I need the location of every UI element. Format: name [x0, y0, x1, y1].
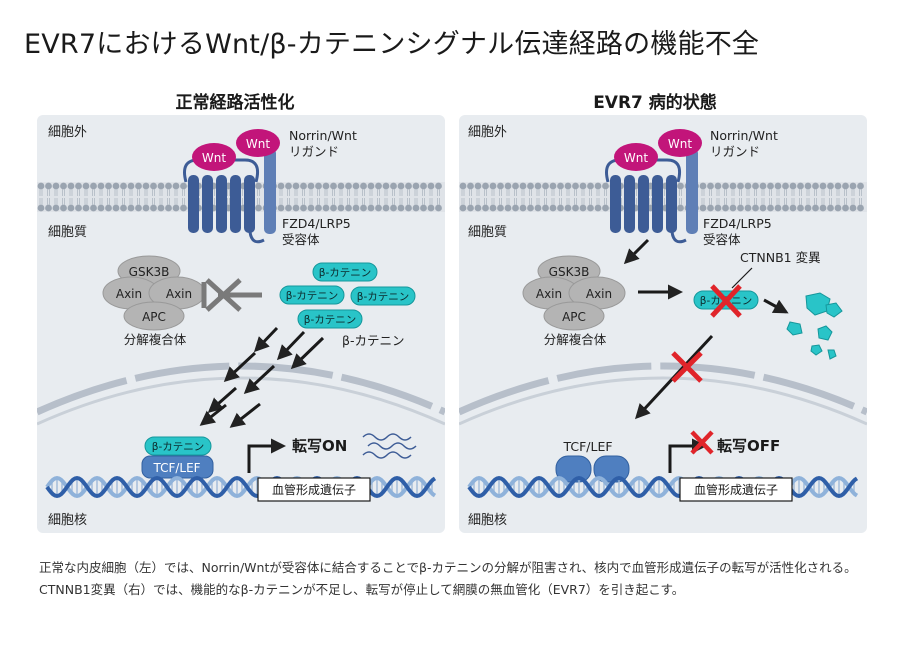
right-panel-background [459, 115, 867, 533]
right-transcription-label: 転写OFF [717, 437, 780, 455]
left-bcat-label: β-カテニン [342, 333, 405, 348]
right-panel: 細胞外 細胞質 細胞核 Wnt Wnt Norrin/Wnt リガンド FZD4… [459, 115, 867, 533]
right-ligand-label-1: Norrin/Wnt [710, 128, 778, 143]
svg-text:Wnt: Wnt [624, 151, 648, 165]
right-wnt-ligand-a: Wnt [614, 143, 658, 171]
left-complex-label: 分解複合体 [124, 332, 187, 347]
left-panel: 細胞外 細胞質 細胞核 Wnt Wnt Norrin/Wnt リガンド FZD4… [37, 115, 445, 533]
left-tcf-lef: TCF/LEF [141, 455, 214, 479]
transcription-arrow-icon [247, 438, 286, 473]
receptor-to-complex-arrow [623, 238, 650, 265]
inhibition-x-icon [201, 278, 262, 312]
right-complex-gsk3b: GSK3B [549, 265, 590, 279]
right-complex-apc: APC [562, 310, 586, 324]
right-complex-axin-2: Axin [586, 287, 612, 301]
bcat-pill-1: β-カテニン [312, 262, 378, 282]
left-transcription-label: 転写ON [292, 437, 347, 455]
right-destruction-complex: GSK3B Axin Axin APC [522, 255, 626, 331]
right-cytoplasm-label: 細胞質 [468, 225, 507, 240]
red-x-icon [710, 284, 742, 318]
complex-apc: APC [142, 310, 166, 324]
left-panel-title: 正常経路活性化 [175, 93, 295, 113]
right-complex-axin-1: Axin [536, 287, 562, 301]
complex-axin-2: Axin [166, 287, 192, 301]
figure-caption: 正常な内皮細胞（左）では、Norrin/Wntが受容体に結合することでβ-カテニ… [39, 560, 857, 597]
right-wnt-ligand-b: Wnt [658, 129, 702, 157]
complex-axin-1: Axin [116, 287, 142, 301]
right-panel-title: EVR7 病的状態 [593, 93, 717, 113]
left-wnt-ligand-b: Wnt [236, 129, 280, 157]
translocation-arrows [199, 326, 325, 428]
left-ligand-label-2: リガンド [289, 144, 339, 159]
left-wnt-ligand-a: Wnt [192, 143, 236, 171]
right-receptor-label-2: 受容体 [703, 232, 741, 247]
red-x-icon [690, 430, 714, 455]
left-gene-box: 血管形成遺伝子 [257, 477, 371, 502]
left-receptor-label-2: 受容体 [282, 232, 320, 247]
bcat-pill-3: β-カテニン [350, 286, 416, 306]
left-nuclear-bcat: β-カテニン [144, 436, 212, 456]
mutation-label: CTNNB1 変異 [740, 250, 821, 265]
right-tcf-lef [555, 455, 630, 483]
mrna-wave-icon [362, 433, 417, 459]
red-x-icon [671, 351, 703, 383]
svg-text:TCF/LEF: TCF/LEF [152, 461, 200, 475]
left-extracellular-label: 細胞外 [48, 125, 87, 140]
left-destruction-complex: GSK3B Axin Axin APC [102, 255, 206, 331]
left-ligand-label-1: Norrin/Wnt [289, 128, 357, 143]
bcat-pill-4: β-カテニン [297, 309, 363, 329]
svg-text:Wnt: Wnt [246, 137, 270, 151]
svg-text:血管形成遺伝子: 血管形成遺伝子 [694, 482, 778, 497]
left-nucleus-label: 細胞核 [48, 513, 87, 528]
left-panel-background [37, 115, 445, 533]
right-ligand-label-2: リガンド [710, 144, 760, 159]
left-cytoplasm-label: 細胞質 [48, 225, 87, 240]
degradation-arrow [763, 298, 789, 314]
right-extracellular-label: 細胞外 [468, 125, 507, 140]
left-receptor-label-1: FZD4/LRP5 [282, 216, 351, 231]
svg-text:β-カテニン: β-カテニン [286, 290, 339, 302]
right-gene-box: 血管形成遺伝子 [679, 477, 793, 502]
complex-gsk3b: GSK3B [129, 265, 170, 279]
right-nucleus-label: 細胞核 [468, 513, 507, 528]
fragment-icon [786, 292, 843, 360]
left-receptor [183, 148, 276, 244]
svg-text:β-カテニン: β-カテニン [152, 441, 205, 453]
bcat-pill-2: β-カテニン [279, 285, 345, 305]
svg-text:β-カテニン: β-カテニン [357, 291, 410, 303]
page-title: EVR7におけるWnt/β-カテニンシグナル伝達経路の機能不全 [24, 29, 760, 60]
right-tcf-label: TCF/LEF [562, 439, 612, 454]
svg-text:Wnt: Wnt [202, 151, 226, 165]
right-complex-label: 分解複合体 [544, 332, 607, 347]
svg-text:Wnt: Wnt [668, 137, 692, 151]
svg-text:β-カテニン: β-カテニン [319, 267, 372, 279]
svg-text:血管形成遺伝子: 血管形成遺伝子 [272, 482, 356, 497]
svg-text:β-カテニン: β-カテニン [304, 314, 357, 326]
transcription-arrow-icon [668, 438, 707, 473]
right-receptor-label-1: FZD4/LRP5 [703, 216, 772, 231]
right-nuclear-envelope [459, 362, 867, 416]
